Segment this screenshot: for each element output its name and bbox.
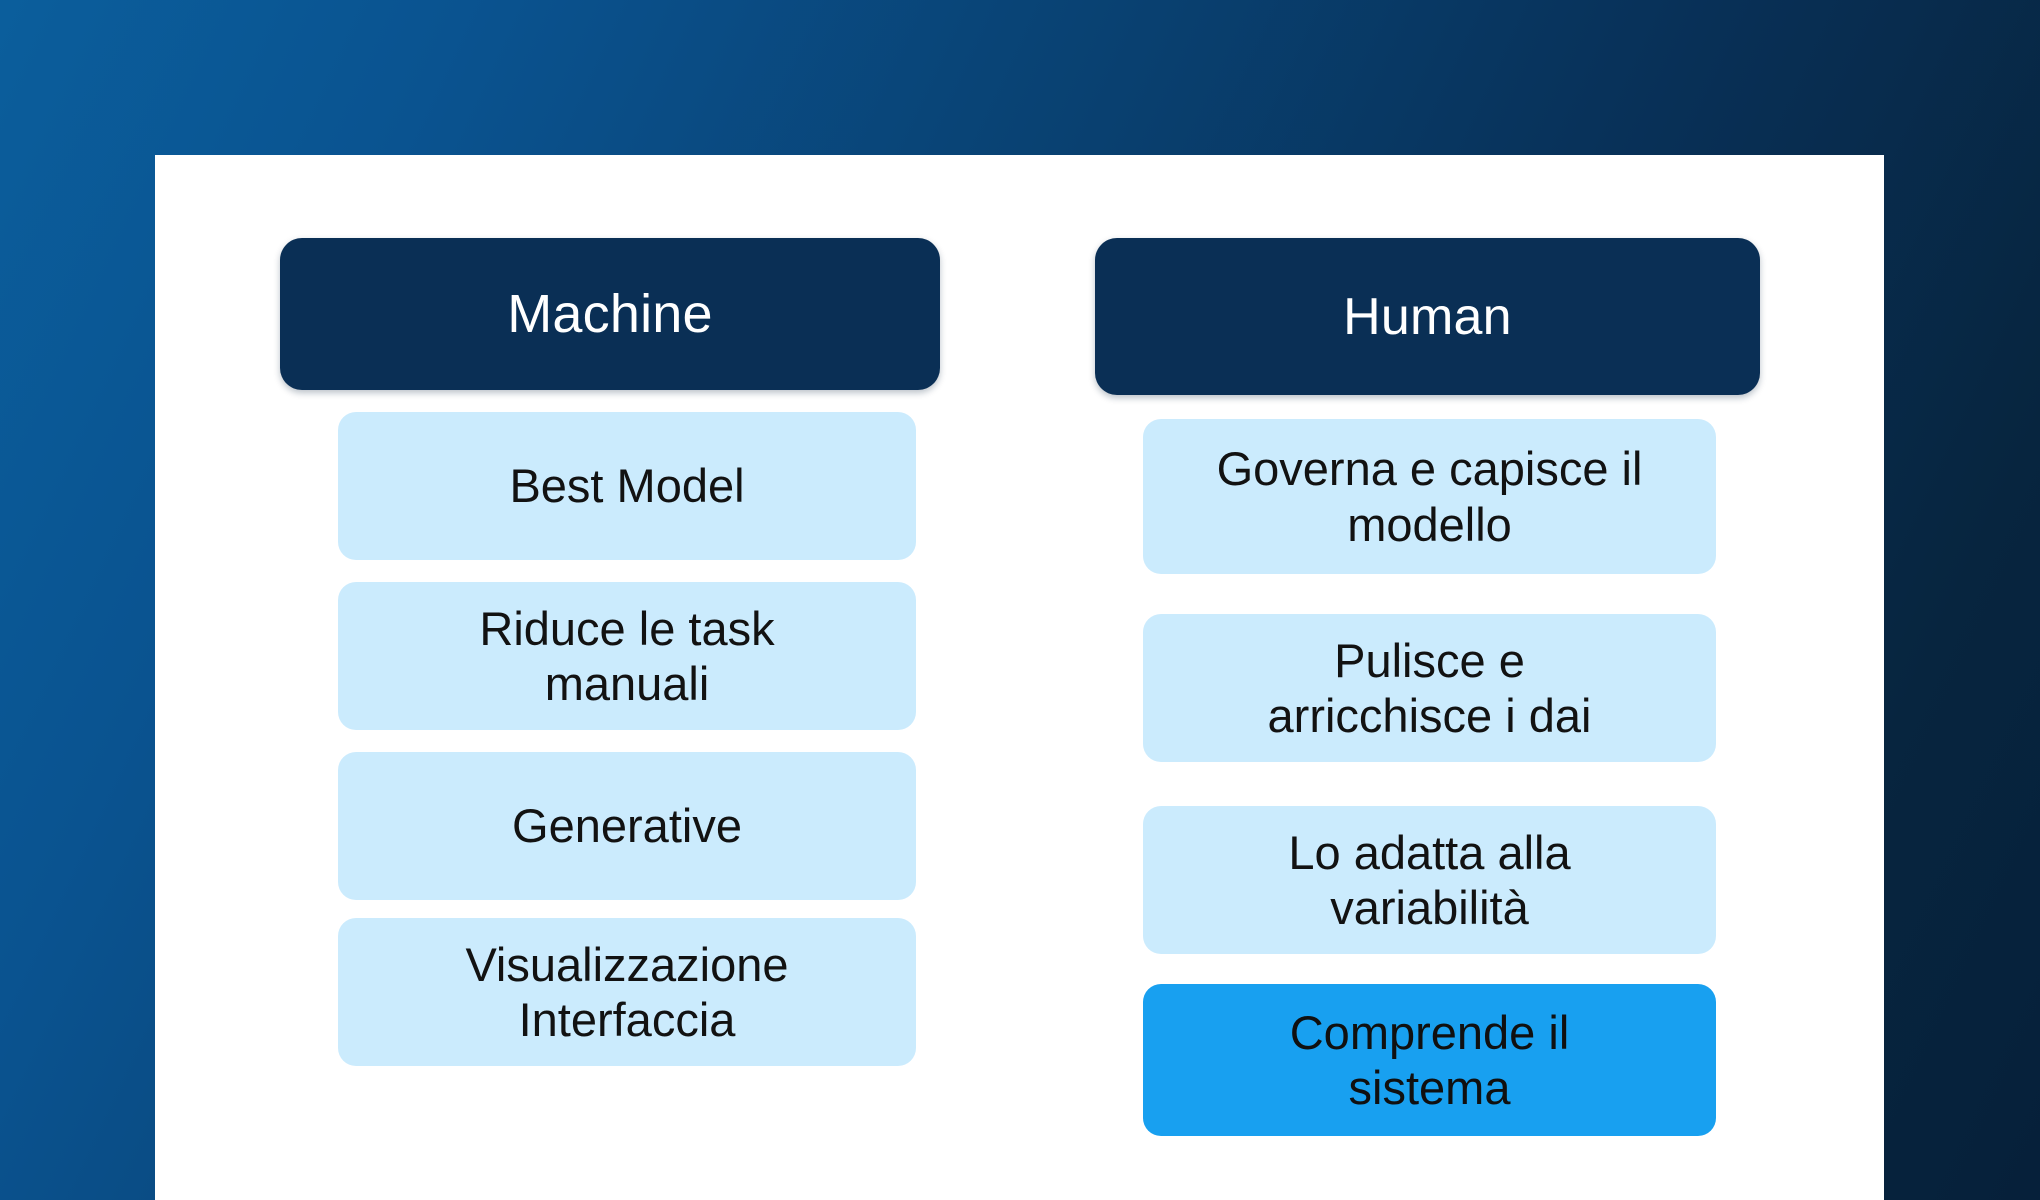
card-machine-visualizzazione-interfaccia[interactable]: Visualizzazione Interfaccia — [338, 918, 916, 1066]
column-header-machine: Machine — [280, 238, 940, 390]
column-header-human: Human — [1095, 238, 1760, 395]
card-machine-generative[interactable]: Generative — [338, 752, 916, 900]
card-human-comprende-sistema[interactable]: Comprende il sistema — [1143, 984, 1716, 1136]
column-machine: Machine Best Model Riduce le task manual… — [280, 238, 940, 1066]
card-human-pulisce-arricchisce-dati[interactable]: Pulisce e arricchisce i dai — [1143, 614, 1716, 762]
card-machine-riduce-task-manuali[interactable]: Riduce le task manuali — [338, 582, 916, 730]
card-human-adatta-variabilita[interactable]: Lo adatta alla variabilità — [1143, 806, 1716, 954]
card-human-governa-capisce-modello[interactable]: Governa e capisce il modello — [1143, 419, 1716, 574]
card-machine-best-model[interactable]: Best Model — [338, 412, 916, 560]
column-human: Human Governa e capisce il modello Pulis… — [1095, 238, 1760, 1136]
content-panel: Machine Best Model Riduce le task manual… — [155, 155, 1884, 1200]
